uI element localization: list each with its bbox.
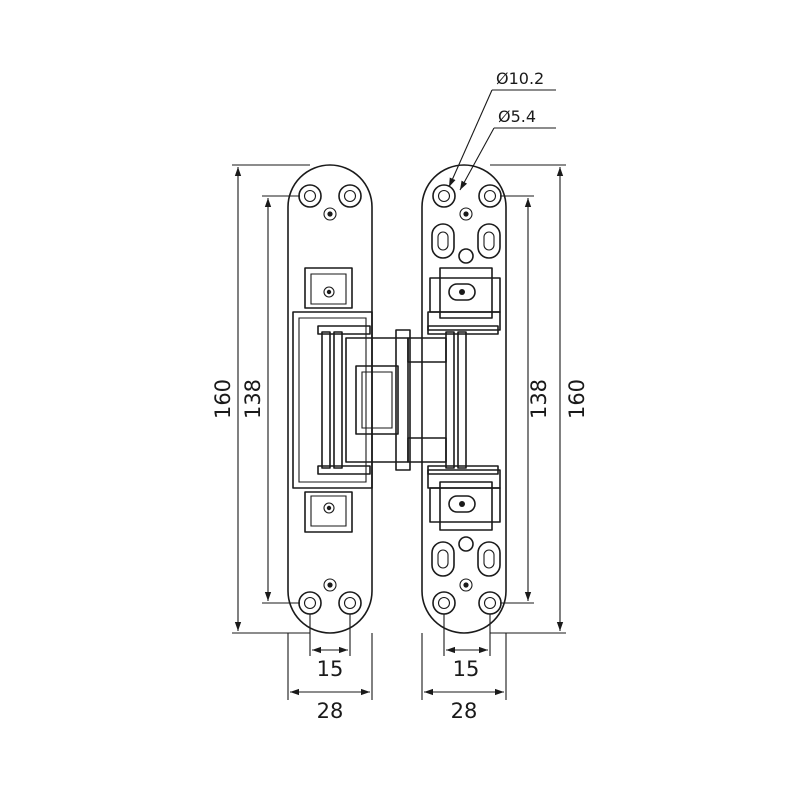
large-hole-diameter-label: Ø10.2: [496, 69, 544, 88]
right-hinge-leaf: [421, 164, 507, 634]
small-hole-diameter-label: Ø5.4: [498, 107, 536, 126]
right-bottom-adjustment-slots: [431, 536, 501, 577]
right-width-label: 28: [451, 699, 478, 723]
left-width-label: 28: [317, 699, 344, 723]
right-height-dimensions: [490, 164, 566, 634]
hinge-center-knuckle: [345, 329, 447, 471]
right-lower-adjuster: [427, 469, 501, 531]
right-bottom-mounting-holes: [432, 578, 502, 615]
left-top-mounting-holes: [298, 184, 362, 221]
right-overall-height-label: 160: [565, 379, 589, 419]
left-lower-cup: [304, 491, 353, 533]
left-hole-spacing-label: 15: [317, 657, 344, 681]
left-height-dimensions: [232, 164, 310, 634]
left-hole-span-height-label: 138: [241, 379, 265, 419]
left-upper-cup: [304, 267, 353, 309]
bottom-width-dimensions: [287, 614, 507, 700]
right-top-adjustment-slots: [431, 223, 501, 264]
left-bottom-mounting-holes: [298, 578, 362, 615]
right-top-mounting-holes: [432, 184, 502, 221]
diameter-callout-leaders: [448, 89, 556, 191]
right-leaf-plate: [421, 164, 507, 634]
right-arm-rods: [427, 325, 499, 475]
left-overall-height-label: 160: [211, 379, 235, 419]
right-hole-spacing-label: 15: [453, 657, 480, 681]
right-upper-adjuster: [427, 267, 501, 331]
left-arm-rods: [317, 325, 371, 475]
left-hinge-leaf: [287, 164, 373, 634]
left-body-frame: [292, 311, 373, 489]
right-hole-span-height-label: 138: [527, 379, 551, 419]
